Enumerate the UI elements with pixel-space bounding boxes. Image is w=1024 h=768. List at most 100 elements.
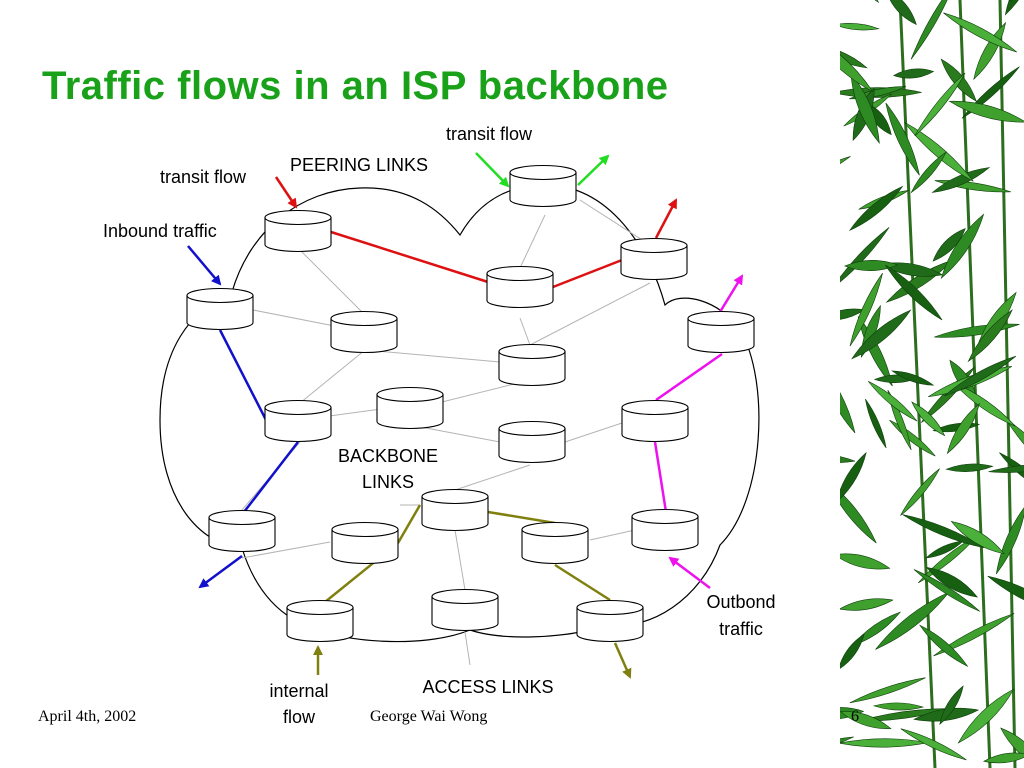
- backbone-links: [241, 199, 651, 666]
- router-icon: [421, 488, 489, 532]
- bamboo-leaf: [867, 380, 918, 422]
- label-outbound-traffic-2: traffic: [719, 619, 763, 639]
- outbound-traffic-path: [653, 274, 744, 589]
- bamboo-stalk: [998, 0, 1017, 768]
- bamboo-leaf: [970, 0, 1013, 3]
- router-icon: [498, 343, 566, 387]
- label-peering-links: PEERING LINKS: [290, 155, 428, 175]
- router-group: [186, 164, 755, 643]
- bamboo-leaf: [840, 736, 854, 756]
- bamboo-leaf: [943, 12, 1018, 53]
- bamboo-leaf: [840, 481, 877, 544]
- router-icon: [330, 310, 398, 354]
- bamboo-leaf: [1005, 418, 1024, 487]
- bamboo-leaf: [840, 0, 880, 4]
- bamboo-leaf: [950, 520, 1005, 555]
- label-inbound-traffic: Inbound traffic: [103, 221, 217, 241]
- page-number: 6: [851, 708, 859, 725]
- bamboo-leaf: [840, 633, 865, 671]
- bamboo-leaf: [1004, 0, 1024, 16]
- bamboo-leaf: [840, 227, 890, 289]
- bamboo-leaf: [1000, 727, 1024, 768]
- bamboo-leaf: [925, 540, 965, 559]
- router-icon: [687, 310, 755, 354]
- router-icon: [264, 209, 332, 253]
- router-icon: [264, 399, 332, 443]
- bamboo-leaf: [872, 702, 925, 711]
- bamboo-leaf: [973, 21, 1007, 81]
- bamboo-leaf: [932, 228, 966, 262]
- router-icon: [286, 599, 354, 643]
- slide-title: Traffic flows in an ISP backbone: [42, 64, 669, 108]
- router-icon: [509, 164, 577, 208]
- label-transit-flow-left: transit flow: [160, 167, 247, 187]
- bamboo-leaf: [840, 553, 891, 570]
- bamboo-leaf: [910, 151, 947, 194]
- bamboo-leaf: [892, 68, 935, 79]
- bamboo-leaf: [904, 122, 974, 182]
- router-icon: [186, 287, 254, 331]
- bamboo-leaf: [940, 213, 985, 279]
- bamboo-leaf: [948, 100, 1024, 123]
- inbound-traffic-path: [187, 245, 299, 589]
- bamboo-leaf: [840, 598, 894, 611]
- bamboo-leaf: [900, 468, 940, 516]
- bamboo-leaf: [851, 309, 912, 360]
- bamboo-leaf: [983, 752, 1024, 764]
- bamboo-stalk: [898, 0, 937, 768]
- bamboo-leaf: [953, 382, 1016, 427]
- bamboo-leaf: [891, 370, 935, 386]
- bamboo-leaf: [840, 33, 874, 92]
- bamboo-leaf: [957, 688, 1015, 744]
- router-icon: [576, 599, 644, 643]
- bamboo-leaf: [945, 463, 994, 472]
- bamboo-leaf: [848, 185, 904, 232]
- bamboo-leaf: [840, 156, 851, 190]
- bamboo-leaf: [911, 401, 946, 437]
- router-icon: [376, 386, 444, 430]
- router-icon: [621, 399, 689, 443]
- label-outbound-traffic-1: Outbond: [706, 592, 775, 612]
- label-internal-flow-2: flow: [283, 707, 316, 727]
- bamboo-leaf: [902, 514, 985, 549]
- bamboo-leaf: [840, 711, 892, 729]
- router-icon: [631, 508, 699, 552]
- bamboo-leaf: [931, 167, 991, 193]
- transit-flow-top-arrows: [475, 152, 610, 188]
- router-icon: [486, 265, 554, 309]
- bamboo-leaf: [850, 72, 880, 144]
- bamboo-leaf: [840, 452, 856, 463]
- bamboo-leaf: [900, 728, 967, 761]
- bamboo-leaf: [885, 0, 917, 26]
- bamboo-leaf: [946, 402, 980, 455]
- label-internal-flow-1: internal: [269, 681, 328, 701]
- router-icon: [431, 588, 499, 632]
- bamboo-leaf: [885, 264, 943, 321]
- bamboo-leaf: [918, 624, 969, 667]
- label-backbone-links-2: LINKS: [362, 472, 414, 492]
- bamboo-leaf: [840, 23, 880, 31]
- bamboo-leaf: [843, 259, 899, 271]
- footer-date: April 4th, 2002: [38, 708, 137, 725]
- bamboo-leaf: [967, 309, 1013, 363]
- bamboo-leaf: [885, 102, 920, 176]
- bamboo-leaf: [849, 677, 926, 704]
- bamboo-leaf: [926, 567, 978, 598]
- bamboo-leaf: [875, 591, 950, 650]
- bamboo-leaf: [910, 0, 956, 60]
- footer-author: George Wai Wong: [370, 708, 488, 725]
- bamboo-leaf: [913, 569, 980, 612]
- router-icon: [498, 420, 566, 464]
- bamboo-leaf: [840, 738, 928, 748]
- bamboo-leaf: [995, 504, 1024, 575]
- bamboo-leaf: [840, 308, 866, 321]
- bamboo-leaf: [865, 398, 887, 449]
- bamboo-leaf: [987, 575, 1024, 615]
- bamboo-leaf: [988, 464, 1024, 473]
- transit-flow-path: [274, 176, 678, 289]
- bamboo-leaf: [840, 451, 867, 504]
- bamboo-leaf: [944, 355, 1017, 397]
- bamboo-leaf: [933, 613, 1015, 657]
- router-icon: [331, 521, 399, 565]
- bamboo-leaf: [914, 72, 966, 137]
